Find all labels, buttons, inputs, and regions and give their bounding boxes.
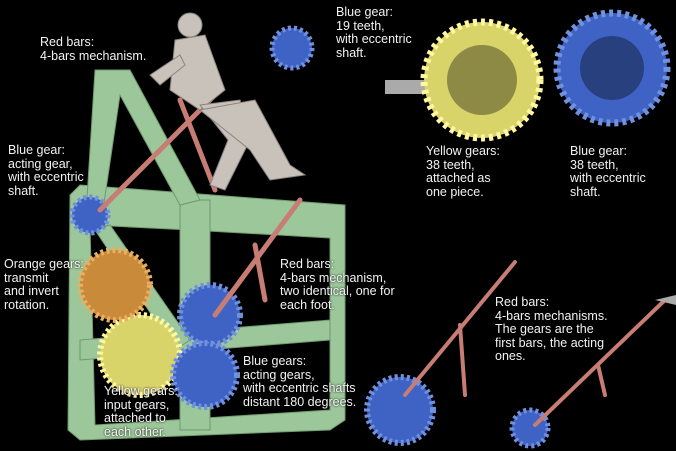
label-blue-gears-acting: Blue gears: acting gears, with eccentric… bbox=[243, 354, 357, 409]
label-red-bars-feet: Red bars: 4-bars mechanism, two identica… bbox=[280, 257, 395, 312]
red-bars-frame bbox=[97, 92, 303, 318]
label-red-bars-mechanisms: Red bars: 4-bars mechanisms. The gears a… bbox=[495, 295, 608, 364]
label-red-bars-top: Red bars: 4-bars mechanism. bbox=[40, 35, 147, 63]
label-blue-gear-38-teeth: Blue gear: 38 teeth, with eccentric shaf… bbox=[570, 144, 646, 199]
leg-mechanisms bbox=[364, 260, 676, 449]
label-blue-gear-19-teeth: Blue gear: 19 teeth, with eccentric shaf… bbox=[336, 5, 412, 60]
label-blue-gear-acting: Blue gear: acting gear, with eccentric s… bbox=[8, 143, 84, 198]
label-yellow-gears-38-teeth: Yellow gears: 38 teeth, attached as one … bbox=[426, 144, 500, 199]
top-gears bbox=[269, 9, 671, 142]
label-yellow-gears-input: Yellow gears: input gears, attached to e… bbox=[104, 384, 178, 439]
human-figure bbox=[149, 12, 307, 191]
label-orange-gears: Orange gears: transmit and invert rotati… bbox=[4, 257, 84, 312]
